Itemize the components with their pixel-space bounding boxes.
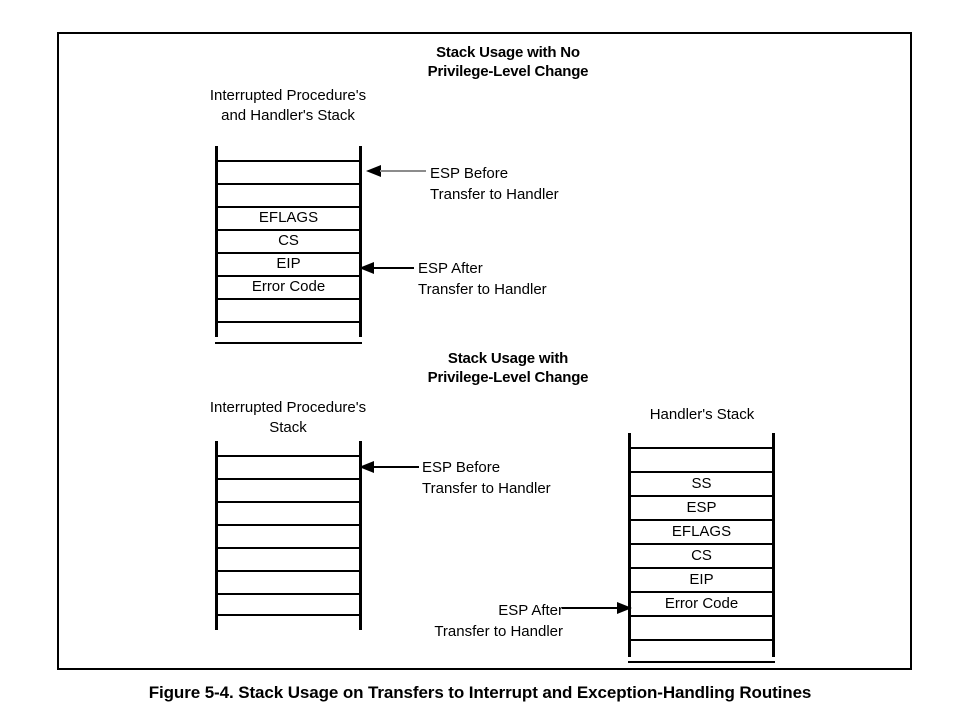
stack-row: EFLAGS: [215, 206, 362, 229]
stack-row: EIP: [628, 567, 775, 591]
annotation-esp-before-privilege-change: ESP Before Transfer to Handler: [422, 459, 551, 497]
figure-caption: Figure 5-4. Stack Usage on Transfers to …: [148, 683, 812, 702]
annotation-esp-after-no-privilege-change: ESP After Transfer to Handler: [418, 260, 547, 298]
stack-row: [215, 160, 362, 183]
stack-row: [628, 447, 775, 471]
stack-heading-handlers-stack: Handler's Stack: [649, 406, 755, 423]
stack-row: [215, 570, 362, 593]
stack-heading-interrupted-procedure-stack: Interrupted Procedure's Stack: [209, 399, 367, 436]
arrowhead-left-icon: [359, 262, 374, 274]
stack-row: Error Code: [215, 275, 362, 298]
stack-interrupted-procedure-stack: [215, 441, 362, 630]
stack-row: CS: [628, 543, 775, 567]
stack-cell-label: EFLAGS: [671, 522, 732, 540]
stack-row: Error Code: [628, 591, 775, 615]
stack-cell-label: EFLAGS: [258, 209, 319, 226]
annotation-esp-after-privilege-change: ESP After Transfer to Handler: [434, 602, 563, 640]
stack-handlers-stack: SS ESP EFLAGS CS EIP Error Code: [628, 433, 775, 663]
stack-row: [215, 547, 362, 570]
stack-rail-left: [628, 433, 631, 657]
arrow-shaft: [373, 267, 414, 269]
arrow-esp-after-privilege-change: [562, 601, 632, 615]
section-title-privilege-change: Stack Usage with Privilege-Level Change: [427, 350, 589, 386]
stack-row: [215, 321, 362, 344]
stack-row: [215, 593, 362, 616]
stack-cell-label: EIP: [276, 255, 301, 272]
stack-interrupted-and-handler-stack: EFLAGS CS EIP Error Code: [215, 146, 362, 344]
annotation-esp-before-no-privilege-change: ESP Before Transfer to Handler: [430, 165, 559, 203]
stack-row: [215, 183, 362, 206]
stack-rail-right: [359, 441, 362, 630]
arrow-shaft: [562, 607, 618, 609]
stack-cell-label: Error Code: [251, 278, 326, 295]
stack-heading-interrupted-and-handler-stack: Interrupted Procedure's and Handler's St…: [209, 87, 367, 124]
stack-rail-left: [215, 146, 218, 337]
stack-row: ESP: [628, 495, 775, 519]
stack-row: EFLAGS: [628, 519, 775, 543]
stack-row: [628, 615, 775, 639]
stack-row: [215, 478, 362, 501]
figure-border: [57, 32, 912, 670]
stack-row: [215, 455, 362, 478]
arrowhead-right-icon: [617, 602, 632, 614]
arrow-shaft: [380, 170, 426, 172]
arrow-esp-before-no-privilege-change: [366, 164, 426, 178]
stack-rows: EFLAGS CS EIP Error Code: [215, 160, 362, 344]
arrow-esp-after-no-privilege-change: [359, 261, 414, 275]
stack-row: CS: [215, 229, 362, 252]
stack-rail-right: [772, 433, 775, 657]
stack-row: [215, 524, 362, 547]
arrow-shaft: [373, 466, 419, 468]
stack-row: [628, 639, 775, 663]
arrowhead-left-icon: [359, 461, 374, 473]
stack-rail-left: [215, 441, 218, 630]
stack-cell-label: Error Code: [664, 594, 739, 612]
stack-row: [215, 501, 362, 524]
stack-cell-label: EIP: [689, 570, 714, 588]
stack-row: SS: [628, 471, 775, 495]
stack-rail-right: [359, 146, 362, 337]
stack-row: EIP: [215, 252, 362, 275]
stack-row: [215, 298, 362, 321]
stack-cell-label: ESP: [686, 498, 717, 516]
arrowhead-left-icon: [366, 165, 381, 177]
stack-cell-label: CS: [278, 232, 299, 249]
stack-cell-label: CS: [691, 546, 712, 564]
stack-rows: SS ESP EFLAGS CS EIP Error Code: [628, 447, 775, 663]
stack-cell-label: SS: [691, 474, 712, 492]
arrow-esp-before-privilege-change: [359, 460, 419, 474]
section-title-no-privilege-change: Stack Usage with No Privilege-Level Chan…: [427, 44, 589, 80]
stack-rows: [215, 455, 362, 616]
